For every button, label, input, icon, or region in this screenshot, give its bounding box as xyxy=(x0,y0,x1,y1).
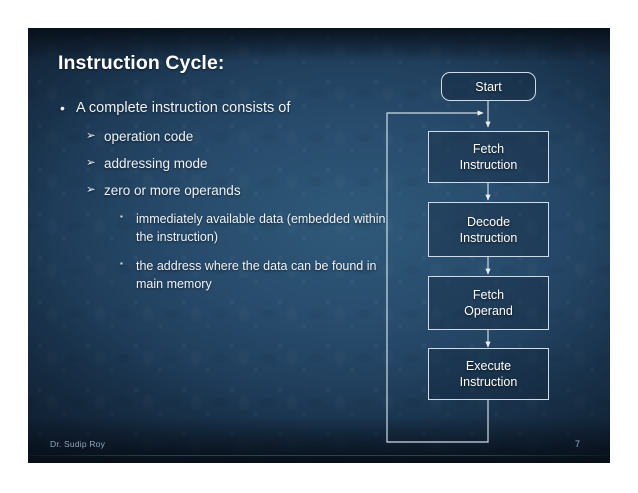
bullet-level1-item: • A complete instruction consists of xyxy=(58,100,403,116)
presentation-slide: Instruction Cycle: • A complete instruct… xyxy=(28,28,610,463)
bullet-level2-item: ➢ zero or more operands xyxy=(58,183,403,198)
bullet-marker-dot-icon: • xyxy=(60,100,65,116)
footer-author: Dr. Sudip Roy xyxy=(50,439,106,449)
bullet-text: operation code xyxy=(104,129,194,144)
bullet-level2-item: ➢ addressing mode xyxy=(58,156,403,171)
bullet-level3-item: ▪ immediately available data (embedded w… xyxy=(58,210,403,246)
bullet-marker-arrow-icon: ➢ xyxy=(86,130,96,142)
bullet-text: A complete instruction consists of xyxy=(76,100,291,116)
bullet-text: addressing mode xyxy=(104,156,208,171)
top-shade-overlay xyxy=(28,28,610,62)
slide-content: Instruction Cycle: • A complete instruct… xyxy=(28,28,610,463)
bullet-marker-arrow-icon: ➢ xyxy=(86,157,96,169)
bullet-text: zero or more operands xyxy=(104,183,241,198)
slide-title: Instruction Cycle: xyxy=(58,52,225,74)
bullet-marker-square-icon: ▪ xyxy=(120,212,123,221)
bullet-level2-item: ➢ operation code xyxy=(58,129,403,144)
flow-node-start[interactable]: Start xyxy=(441,72,536,101)
bullet-text: the address where the data can be found … xyxy=(136,259,377,292)
bullet-level3-item: ▪ the address where the data can be foun… xyxy=(58,257,403,293)
bullet-text: immediately available data (embedded wit… xyxy=(136,212,386,245)
bullet-marker-arrow-icon: ➢ xyxy=(86,184,96,196)
footer-page-number: 7 xyxy=(574,439,580,449)
footer-divider xyxy=(28,455,610,456)
bottom-shade-overlay xyxy=(28,417,610,463)
bullet-marker-square-icon: ▪ xyxy=(120,259,123,269)
bullet-list: • A complete instruction consists of ➢ o… xyxy=(58,100,403,305)
flow-node-label: Start xyxy=(475,79,502,94)
